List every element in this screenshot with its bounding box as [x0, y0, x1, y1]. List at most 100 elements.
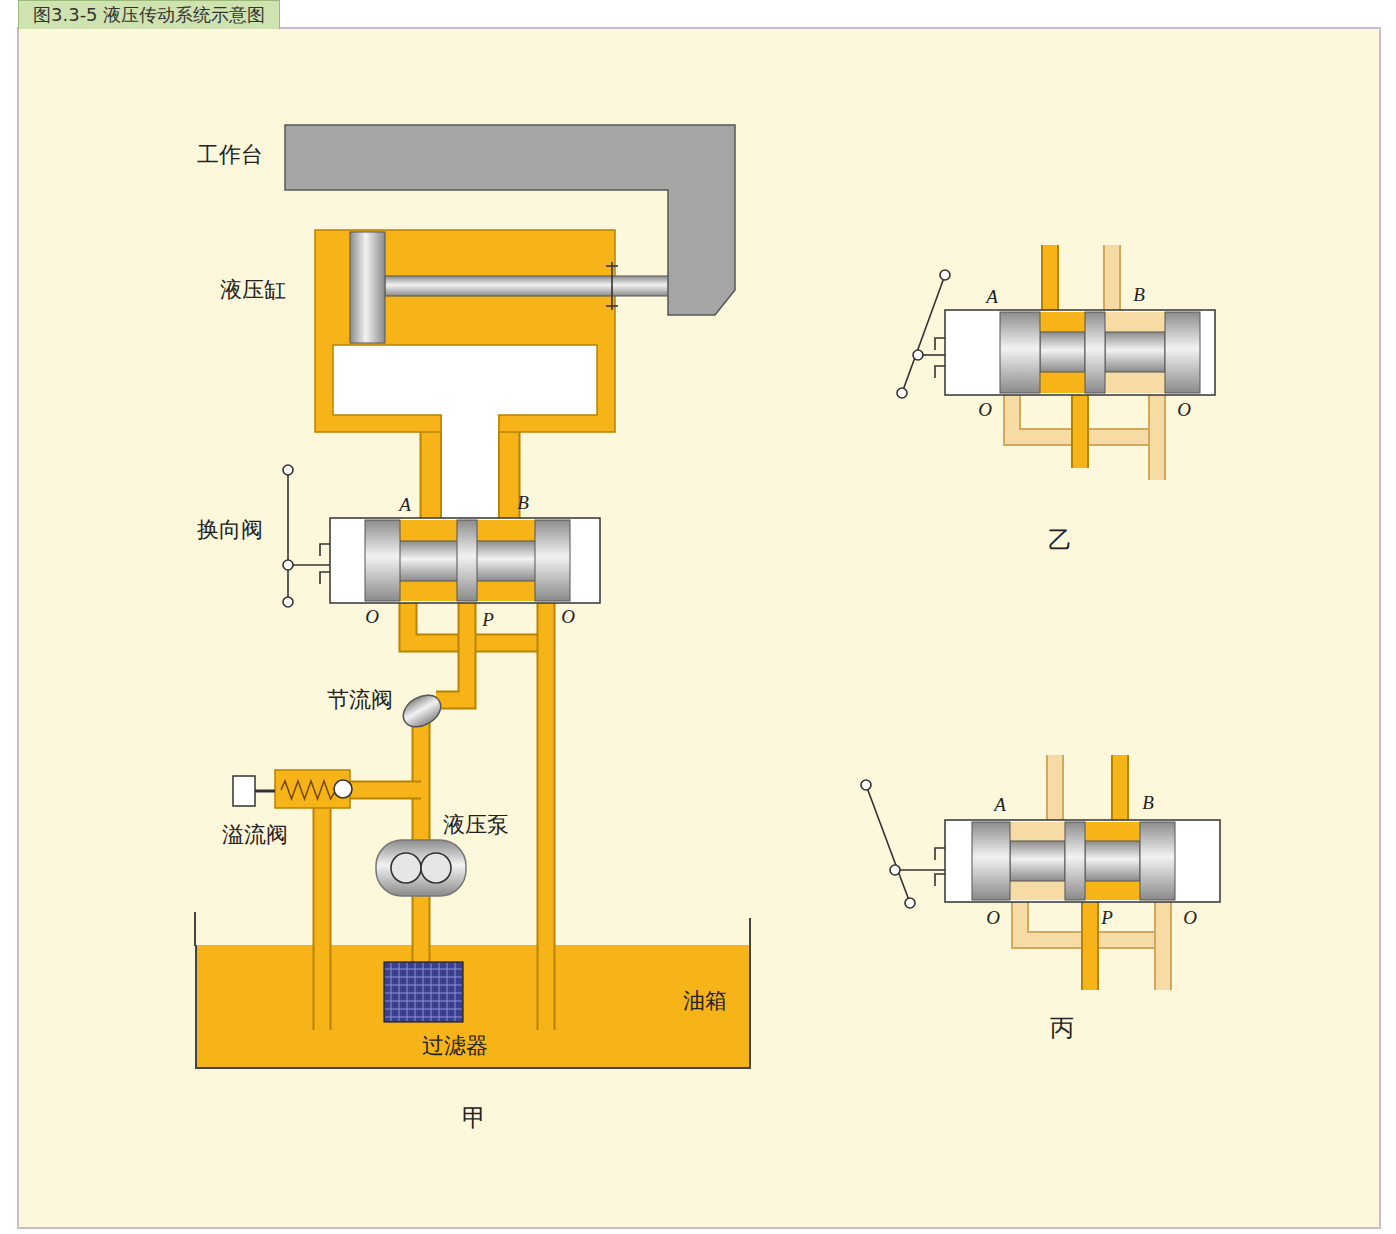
lever-pivot: [940, 270, 950, 280]
spool-land: [1065, 822, 1085, 900]
pipe-outline: [1081, 900, 1099, 990]
part-label: 节流阀: [327, 688, 393, 712]
port-label: O: [561, 607, 575, 628]
part-label: 换向阀: [197, 518, 263, 542]
pump-gear: [421, 853, 451, 883]
port-label: A: [986, 287, 998, 308]
spool-stem: [1040, 332, 1085, 372]
filter-grid: [385, 969, 462, 970]
pipe: [1113, 755, 1127, 822]
figure-label: 丙: [1050, 1015, 1074, 1041]
pipe: [1073, 393, 1087, 468]
filter-body: [384, 962, 463, 1022]
pipe: [1048, 755, 1062, 822]
pipe-outline: [1111, 755, 1129, 822]
port-label: O: [1177, 400, 1191, 421]
filter-grid: [385, 977, 462, 978]
relief-ball: [334, 780, 352, 798]
lever-pivot: [890, 865, 900, 875]
pipe-outline: [412, 894, 431, 945]
lever-pivot: [283, 465, 293, 475]
part-label: 溢流阀: [222, 823, 288, 847]
port-label: O: [1183, 908, 1197, 929]
rod-seal: [606, 265, 618, 267]
cylinder-void: [442, 413, 498, 520]
pipe: [315, 945, 330, 1030]
relief-adjuster: [233, 776, 255, 806]
relief-adjust-rod: [255, 790, 275, 793]
rod-seal: [606, 305, 618, 307]
spool-land: [457, 520, 477, 601]
filter-grid: [385, 985, 462, 986]
pipe: [539, 600, 554, 945]
filter-grid: [385, 993, 462, 994]
port-label: O: [365, 607, 379, 628]
pipe-outline: [313, 806, 332, 945]
lever-pivot: [905, 898, 915, 908]
spool-land: [972, 822, 1010, 900]
valve-detent: [935, 338, 945, 350]
filter-label: 过滤器: [422, 1034, 488, 1058]
filter-grid: [431, 963, 432, 1021]
spool-land: [1140, 822, 1175, 900]
filter-grid: [423, 963, 424, 1021]
part-label: 液压泵: [443, 813, 509, 837]
pipe-outline: [537, 600, 556, 945]
piston: [350, 232, 385, 343]
filter-grid: [385, 1001, 462, 1002]
valve-detent: [320, 544, 330, 556]
filter-grid: [399, 963, 400, 1021]
tank-wall: [749, 918, 751, 946]
pipe: [414, 945, 429, 963]
pipe: [500, 430, 519, 520]
pipe-outline: [420, 430, 443, 520]
filter-grid: [407, 963, 408, 1021]
pump-body: [376, 840, 466, 896]
pipe-outline: [1046, 755, 1064, 822]
lever-pivot: [861, 780, 871, 790]
valve-detent: [935, 366, 945, 378]
valve-detent: [320, 572, 330, 584]
pipe: [1083, 900, 1097, 990]
tank-wall: [194, 912, 196, 946]
filter-grid: [391, 963, 392, 1021]
port-label: A: [399, 495, 411, 516]
pipe: [315, 806, 330, 945]
pipe-outline: [1148, 393, 1166, 480]
pipe: [408, 600, 546, 643]
filter-grid: [385, 1009, 462, 1010]
valve-channel: [1085, 822, 1140, 900]
port-label: P: [482, 610, 494, 631]
oil-tank: 油箱过滤器: [195, 945, 751, 1069]
cylinder-body: [315, 230, 615, 432]
valve-channel: [1040, 312, 1085, 393]
spool-stem: [1085, 841, 1140, 881]
piston-rod: [385, 276, 670, 296]
spool-land: [535, 520, 570, 601]
spool-land: [1000, 312, 1040, 393]
cylinder-void: [333, 345, 597, 415]
port-label: A: [994, 795, 1006, 816]
valve-channel: [398, 520, 538, 601]
pipe: [436, 600, 467, 700]
valve-lever: [287, 470, 289, 602]
pipe-outline: [412, 945, 431, 963]
pipe: [1156, 900, 1170, 990]
spool-stem: [398, 541, 458, 581]
figure-title: 图3.3-5 液压传动系统示意图: [18, 0, 280, 29]
filter-grid: [385, 1017, 462, 1018]
pipe-outline: [350, 781, 421, 800]
valve-lever: [902, 275, 945, 393]
valve-lever: [293, 564, 330, 566]
spool-land: [1085, 312, 1105, 393]
relief-spring: [281, 781, 336, 799]
valve-channel: [1010, 822, 1065, 900]
filter-grid: [439, 963, 440, 1021]
filter-grid: [415, 963, 416, 1021]
pipe-outline: [313, 945, 332, 1030]
port-label: O: [986, 908, 1000, 929]
pipe: [539, 945, 554, 1030]
filter-grid: [447, 963, 448, 1021]
pipe: [414, 894, 429, 945]
rod-seal: [611, 262, 613, 310]
